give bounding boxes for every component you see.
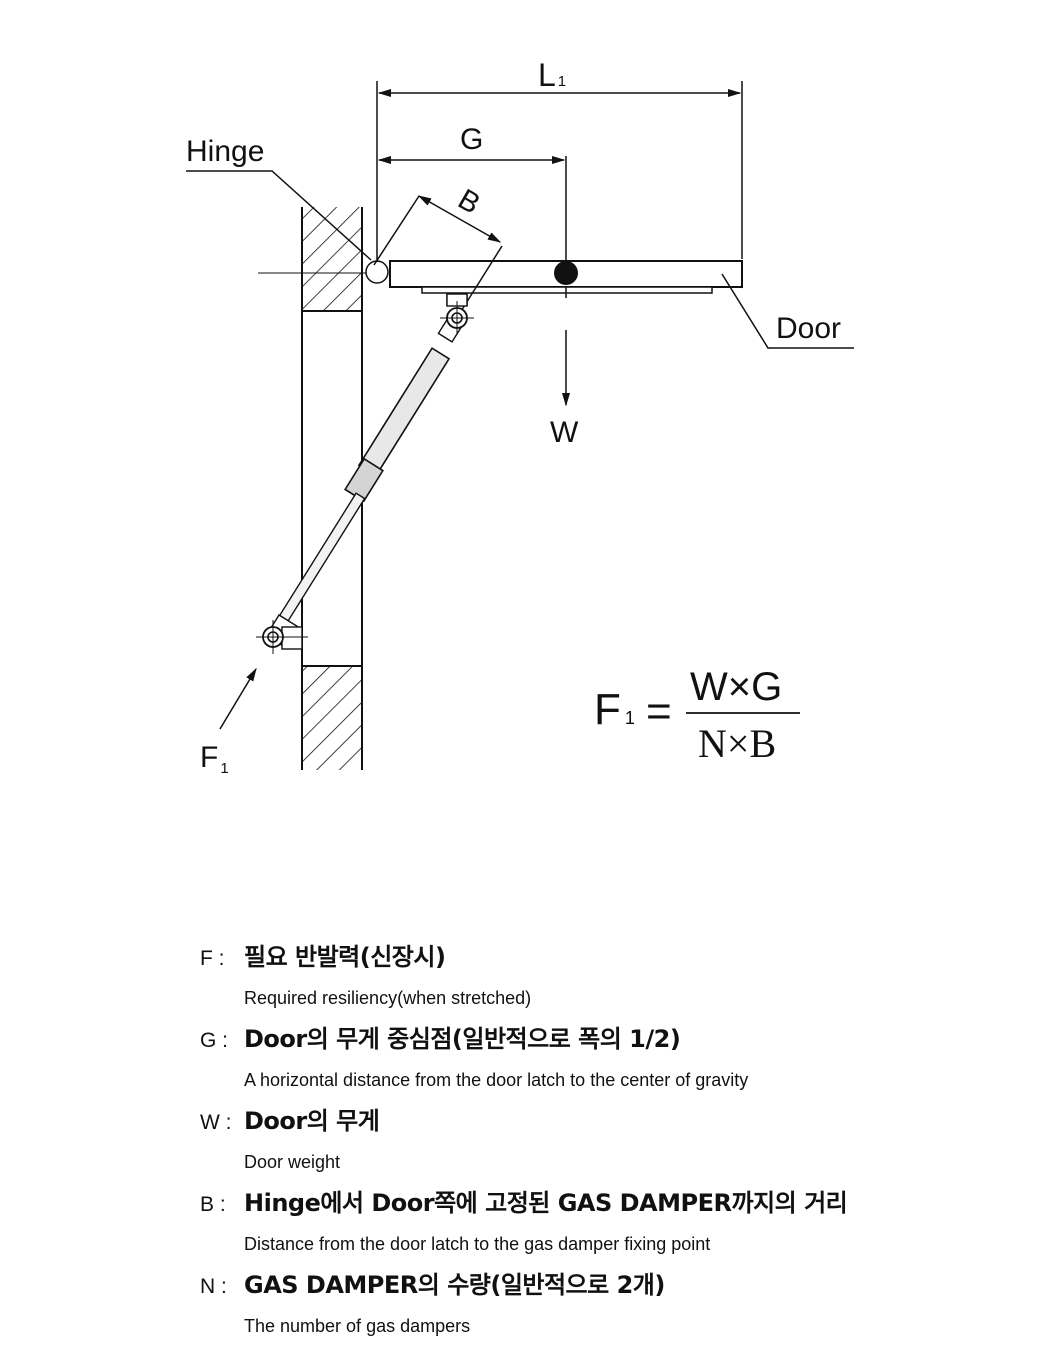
wall-hatch-upper xyxy=(302,207,362,311)
b-label: B xyxy=(453,183,486,220)
legend-entry-w: W : Door의 무게 Door weight xyxy=(200,1104,1020,1176)
legend-english: The number of gas dampers xyxy=(244,1316,471,1336)
hinge-label: Hinge xyxy=(186,135,264,168)
hinge-circle xyxy=(365,260,389,284)
wall-hatch-lower xyxy=(302,666,362,770)
b-dimension xyxy=(417,195,502,243)
legend-english: Distance from the door latch to the gas … xyxy=(244,1234,711,1254)
legend-english: A horizontal distance from the door latc… xyxy=(244,1070,749,1090)
center-of-gravity-dot xyxy=(554,261,578,285)
legend-korean: Door의 무게 중심점(일반적으로 폭의 1/2) xyxy=(244,1025,681,1053)
legend-entry-b: B : Hinge에서 Door쪽에 고정된 GAS DAMPER까지의 거리 D… xyxy=(200,1186,1020,1258)
formula-denominator: N×B xyxy=(698,721,776,766)
legend-entry-g: G : Door의 무게 중심점(일반적으로 폭의 1/2) A horizont… xyxy=(200,1022,1020,1094)
door-panel xyxy=(389,260,743,294)
dimension-lines xyxy=(219,81,743,730)
legend-korean: GAS DAMPER의 수량(일반적으로 2개) xyxy=(244,1271,665,1299)
g-label: G xyxy=(460,123,483,156)
hinge-leader xyxy=(186,170,372,261)
lower-bracket xyxy=(281,626,303,650)
legend-korean: Door의 무게 xyxy=(244,1107,380,1135)
legend-symbol: G : xyxy=(200,1029,229,1052)
legend-korean: 필요 반발력(신장시) xyxy=(244,943,446,971)
leader-lines xyxy=(186,170,854,349)
door-leader xyxy=(721,273,854,349)
damper-cylinder xyxy=(357,347,451,477)
formula-numerator: W×G xyxy=(690,665,782,709)
legend-entry-n: N : GAS DAMPER의 수량(일반적으로 2개) The number o… xyxy=(200,1268,1020,1340)
legend-symbol: F : xyxy=(200,947,225,970)
force-arrow xyxy=(219,667,257,730)
legend-symbol: N : xyxy=(200,1275,227,1298)
formula-equals: = xyxy=(646,687,672,736)
door-label: Door xyxy=(776,312,841,345)
lower-pivot xyxy=(256,620,308,654)
legend-symbol: W : xyxy=(200,1111,232,1134)
legend-symbol: B : xyxy=(200,1193,226,1216)
gas-damper xyxy=(256,293,474,654)
upper-pivot xyxy=(440,301,474,335)
legend-english: Door weight xyxy=(244,1152,341,1172)
weight-label: W xyxy=(550,416,579,449)
legend-entry-f: F : 필요 반발력(신장시) Required resiliency(when … xyxy=(200,940,1020,1012)
legend-english: Required resiliency(when stretched) xyxy=(244,988,532,1008)
definitions-legend: F : 필요 반발력(신장시) Required resiliency(when … xyxy=(200,940,1020,1350)
damper-rod xyxy=(272,492,366,632)
legend-korean: Hinge에서 Door쪽에 고정된 GAS DAMPER까지의 거리 xyxy=(244,1189,848,1217)
